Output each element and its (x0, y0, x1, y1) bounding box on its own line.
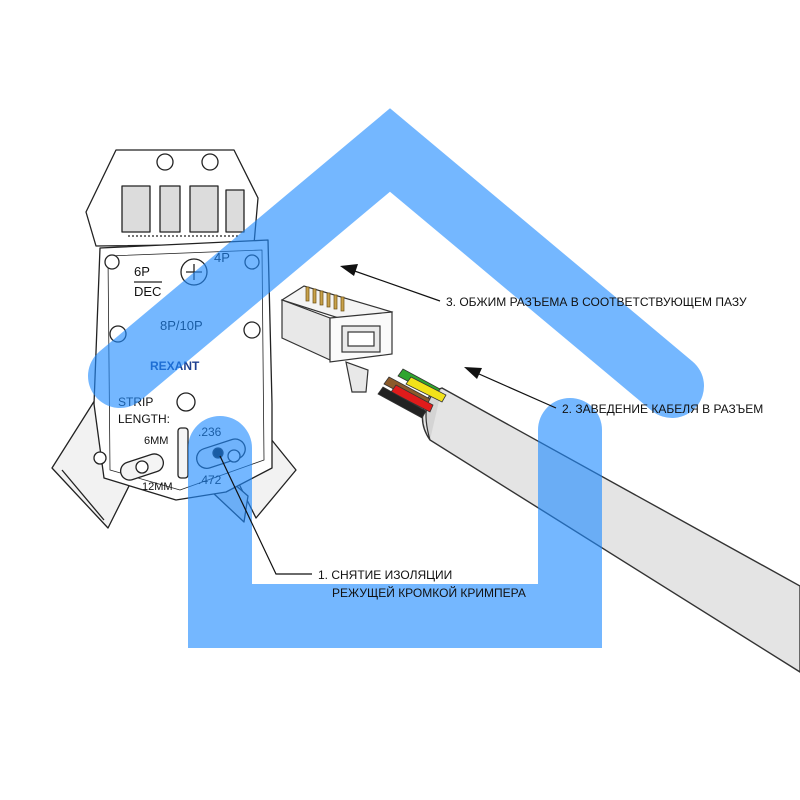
contact (319, 290, 324, 306)
connector-latch (345, 361, 369, 393)
contact (305, 286, 310, 302)
tool-rivet (243, 321, 261, 339)
callout-step1-line2: РЕЖУЩЕЙ КРОМКОЙ КРИМПЕРА (332, 585, 526, 600)
callout-leaders (219, 267, 557, 575)
tool-strip-slot (177, 427, 189, 479)
contact (340, 296, 345, 312)
contact (326, 292, 331, 308)
arrow-step3 (340, 264, 358, 276)
callout-arrowheads (340, 264, 482, 379)
contact (333, 294, 338, 310)
house-outline (88, 108, 704, 648)
connector-opening-inner (347, 331, 375, 347)
tool-rivet (93, 451, 107, 465)
wire-black (377, 386, 427, 419)
adjuster-screw (135, 460, 149, 474)
connector-contacts (305, 286, 345, 312)
label-length: LENGTH: (118, 412, 170, 426)
leader-step3 (345, 267, 441, 302)
tool-handle-left-grip (61, 469, 105, 521)
cable-wires (377, 368, 447, 419)
leader-step1 (219, 455, 312, 575)
callout-step2: 2. ЗАВЕДЕНИЕ КАБЕЛЯ В РАЗЪЕМ (562, 402, 763, 416)
tool-crimp-teeth (121, 185, 245, 233)
leader-step2 (469, 369, 557, 409)
wire-red (390, 384, 434, 413)
label-6p: 6P (134, 264, 150, 279)
wire-yellow (405, 376, 447, 403)
tool-rivet (176, 392, 196, 412)
tool-rivet (104, 254, 120, 270)
contact (312, 288, 317, 304)
crimp-die (159, 185, 181, 233)
label-6mm: 6MM (144, 435, 168, 447)
flat-cable (377, 368, 800, 673)
tool-adjuster (119, 453, 165, 481)
tool-pivot-top-left (156, 153, 174, 171)
crimp-die (121, 185, 151, 233)
callout-step3: 3. ОБЖИМ РАЗЪЕМА В СООТВЕТСТВУЮЩЕМ ПАЗУ (446, 295, 747, 309)
arrow-step2 (464, 367, 482, 379)
tool-pivot-top-right (201, 153, 219, 171)
rj-connector (280, 285, 394, 393)
callout-step1-line1: 1. СНЯТИЕ ИЗОЛЯЦИИ (318, 568, 452, 582)
crimp-die (225, 189, 245, 233)
label-12mm: 12MM (142, 481, 173, 493)
label-dec: DEC (134, 284, 161, 299)
crimp-die (189, 185, 219, 233)
